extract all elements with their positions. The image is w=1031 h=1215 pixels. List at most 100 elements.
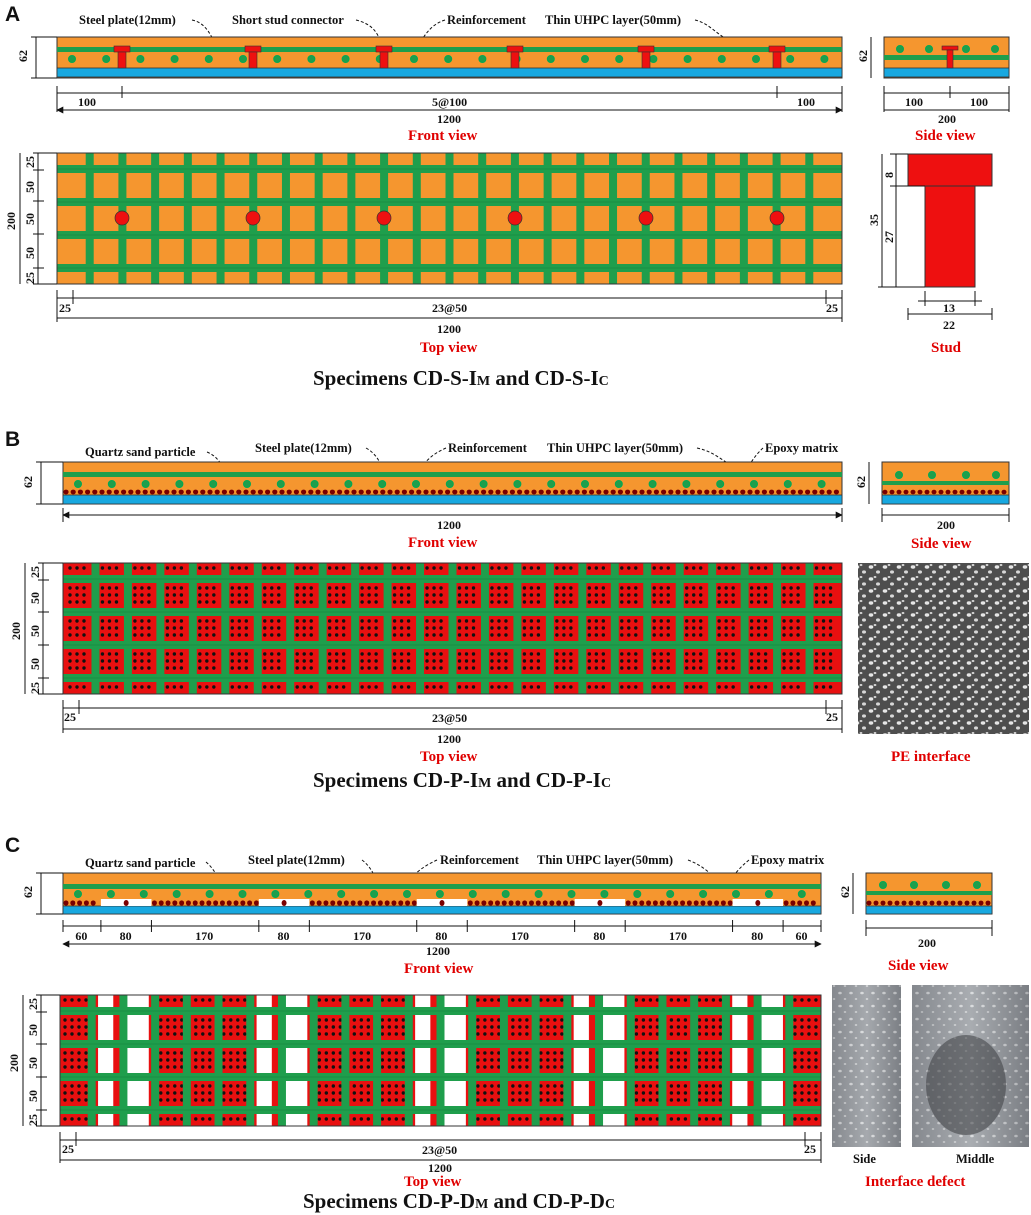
quartz-particle xyxy=(957,900,963,906)
quartz-dot xyxy=(821,666,826,670)
quartz-dot xyxy=(828,626,833,630)
quartz-particle xyxy=(164,489,170,495)
quartz-dot xyxy=(699,566,703,570)
quartz-dot xyxy=(212,633,216,637)
rebar-dot xyxy=(717,55,726,63)
quartz-dot xyxy=(756,566,761,570)
rebar-longitudinal xyxy=(543,153,552,284)
quartz-dot xyxy=(63,1091,67,1095)
rebar-longitudinal xyxy=(753,995,762,1126)
rebar-dot xyxy=(581,55,589,63)
quartz-dot xyxy=(529,685,534,689)
quartz-dot xyxy=(692,652,696,656)
quartz-dot xyxy=(648,1032,653,1036)
quartz-dot xyxy=(114,659,119,663)
quartz-dot xyxy=(380,1117,385,1121)
quartz-dot xyxy=(539,1117,543,1121)
quartz-dot xyxy=(793,1058,797,1062)
quartz-dot xyxy=(327,685,332,689)
quartz-dot xyxy=(173,1058,177,1062)
quartz-dot xyxy=(425,659,429,663)
quartz-dot xyxy=(692,626,696,630)
quartz-dot xyxy=(683,1065,688,1069)
quartz-dot xyxy=(63,1051,67,1055)
quartz-dot xyxy=(652,633,656,637)
rebar-dot xyxy=(106,890,115,898)
quartz-dot xyxy=(100,659,105,663)
quartz-dot xyxy=(70,1051,74,1055)
quartz-dot xyxy=(717,626,721,630)
quartz-dot xyxy=(205,593,209,597)
quartz-dot xyxy=(821,619,826,623)
quartz-dot xyxy=(821,652,826,656)
quartz-dot xyxy=(237,626,241,630)
quartz-dot xyxy=(717,666,721,670)
quartz-dot xyxy=(140,652,144,656)
steel-plate xyxy=(881,494,1010,505)
quartz-particle xyxy=(689,489,696,495)
quartz-dot xyxy=(334,566,339,570)
quartz-particle xyxy=(165,900,171,906)
quartz-dot xyxy=(659,593,663,597)
quartz-dot xyxy=(63,1058,67,1062)
quartz-particle xyxy=(281,900,287,906)
steel-plate xyxy=(62,905,822,915)
quartz-dot xyxy=(553,1117,557,1121)
quartz-dot xyxy=(555,685,559,689)
quartz-dot xyxy=(655,1098,660,1102)
quartz-particle xyxy=(910,489,916,495)
quartz-dot xyxy=(201,1018,205,1022)
quartz-dot xyxy=(555,652,559,656)
quartz-dot xyxy=(439,633,443,637)
quartz-dot xyxy=(380,1018,385,1022)
quartz-dot xyxy=(222,1032,226,1036)
quartz-particle xyxy=(528,900,534,906)
quartz-dot xyxy=(392,633,397,637)
quartz-dot xyxy=(666,619,670,623)
quartz-dot xyxy=(68,626,72,630)
quartz-dot xyxy=(205,666,209,670)
rebar-longitudinal xyxy=(445,153,454,284)
quartz-dot xyxy=(331,998,336,1002)
top-dim-v1: 25 xyxy=(28,566,42,578)
quartz-dot xyxy=(208,1065,212,1069)
quartz-dot xyxy=(814,1065,818,1069)
quartz-dot xyxy=(620,633,624,637)
quartz-dot xyxy=(793,1117,797,1121)
quartz-dot xyxy=(374,566,378,570)
quartz-dot xyxy=(70,1032,74,1036)
quartz-dot xyxy=(140,566,144,570)
quartz-dot xyxy=(147,685,151,689)
quartz-dot xyxy=(814,1098,818,1102)
quartz-dot xyxy=(717,633,721,637)
quartz-dot xyxy=(341,593,346,597)
quartz-dot xyxy=(387,1091,392,1095)
quartz-dot xyxy=(546,1117,550,1121)
quartz-particle xyxy=(915,900,921,906)
quartz-dot xyxy=(685,586,689,590)
stud-dim-shank-w: 13 xyxy=(943,301,955,315)
quartz-dot xyxy=(394,1051,399,1055)
quartz-dot xyxy=(229,998,233,1002)
quartz-particle xyxy=(682,489,688,495)
quartz-dot xyxy=(666,566,670,570)
quartz-particle xyxy=(387,489,393,495)
quartz-dot xyxy=(317,1098,322,1102)
quartz-dot xyxy=(147,652,151,656)
quartz-particle xyxy=(337,489,343,495)
quartz-dot xyxy=(655,1018,660,1022)
quartz-dot xyxy=(560,998,564,1002)
rebar-longitudinal xyxy=(480,563,489,694)
quartz-dot xyxy=(439,593,443,597)
quartz-dot xyxy=(392,586,397,590)
rebar-longitudinal xyxy=(674,153,683,284)
quartz-dot xyxy=(159,1025,163,1029)
quartz-dot xyxy=(553,1065,557,1069)
quartz-dot xyxy=(793,1091,797,1095)
quartz-dot xyxy=(666,659,670,663)
quartz-particle xyxy=(740,489,746,495)
quartz-dot xyxy=(263,619,267,623)
stud-shank xyxy=(924,185,976,288)
quartz-particle xyxy=(416,489,422,495)
quartz-dot xyxy=(324,1058,329,1062)
